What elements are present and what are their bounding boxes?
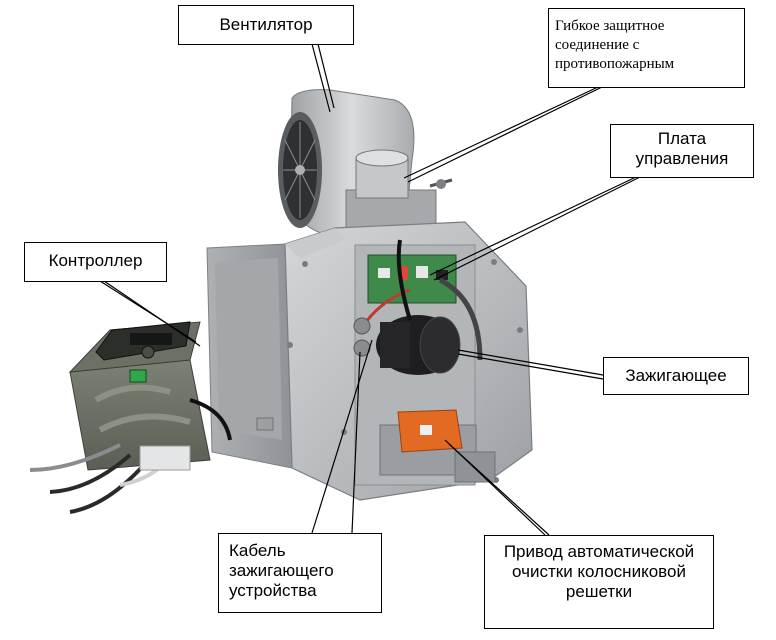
label-igniter-cable: Кабель зажигающего устройства (218, 533, 382, 613)
leader-lines (99, 43, 641, 536)
label-control-board: Плата управления (610, 124, 754, 178)
label-grate-drive: Привод автоматической очистки колосников… (484, 535, 714, 629)
cables (29, 443, 191, 514)
label-igniter: Зажигающее (603, 357, 749, 395)
label-fan: Вентилятор (178, 5, 354, 45)
side-panel (206, 243, 293, 469)
controller (68, 321, 232, 471)
igniter (353, 239, 483, 375)
label-flex-connection: Гибкое защитное соединение с противопожа… (548, 8, 745, 88)
label-controller: Контроллер (24, 242, 167, 282)
